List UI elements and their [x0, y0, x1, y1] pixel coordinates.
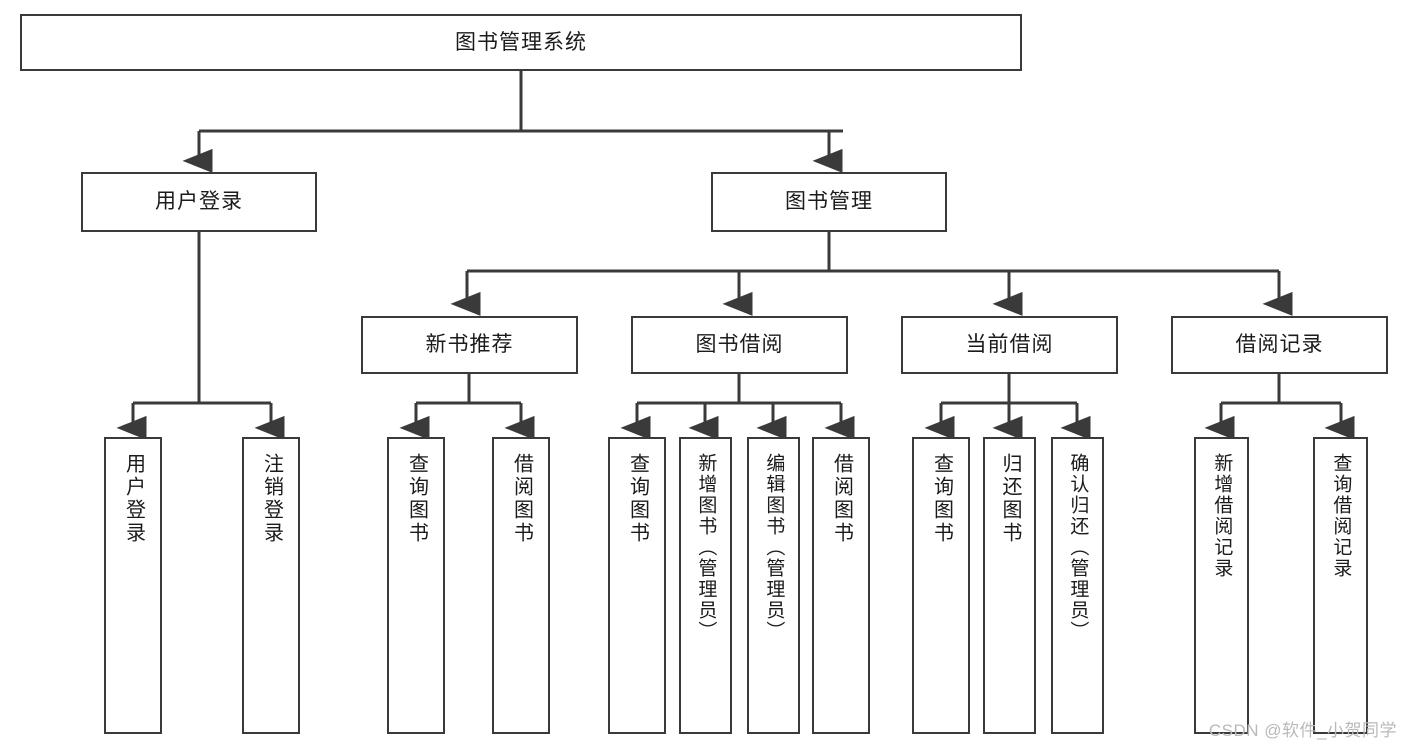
leaf-user-login-logout[interactable]: 注销登录 [242, 437, 300, 734]
leaf-current-borrow-return[interactable]: 归还图书 [983, 437, 1036, 734]
node-borrow-record[interactable]: 借阅记录 [1171, 316, 1388, 374]
node-book-management[interactable]: 图书管理 [711, 172, 947, 232]
node-label: 查询借阅记录 [1330, 453, 1352, 579]
leaf-book-borrow-borrow[interactable]: 借阅图书 [812, 437, 870, 734]
node-label: 归还图书 [999, 453, 1021, 545]
node-label: 图书管理系统 [455, 30, 587, 54]
node-label: 图书管理 [785, 190, 873, 214]
node-new-book-recommend[interactable]: 新书推荐 [361, 316, 578, 374]
node-current-borrow[interactable]: 当前借阅 [901, 316, 1118, 374]
node-root-book-management-system[interactable]: 图书管理系统 [20, 14, 1022, 71]
leaf-book-borrow-query[interactable]: 查询图书 [608, 437, 666, 734]
csdn-watermark: CSDN @软件_小贺同学 [1208, 721, 1397, 740]
leaf-book-borrow-add[interactable]: 新增图书（管理员） [679, 437, 732, 734]
leaf-current-borrow-query[interactable]: 查询图书 [912, 437, 970, 734]
node-label: 借阅记录 [1235, 333, 1324, 357]
node-label: 借阅图书 [510, 453, 533, 545]
leaf-new-book-borrow[interactable]: 借阅图书 [492, 437, 550, 734]
node-label: 借阅图书 [830, 453, 853, 545]
node-label: 查询图书 [405, 453, 428, 545]
leaf-borrow-record-add[interactable]: 新增借阅记录 [1194, 437, 1249, 734]
leaf-borrow-record-query[interactable]: 查询借阅记录 [1313, 437, 1368, 734]
leaf-book-borrow-edit[interactable]: 编辑图书（管理员） [747, 437, 800, 734]
node-label: 用户登录 [122, 453, 145, 545]
node-book-borrow[interactable]: 图书借阅 [631, 316, 848, 374]
leaf-user-login-login[interactable]: 用户登录 [104, 437, 162, 734]
node-label: 新增借阅记录 [1211, 453, 1233, 579]
node-label: 图书借阅 [695, 333, 784, 357]
leaf-new-book-query[interactable]: 查询图书 [387, 437, 445, 734]
node-label: 新书推荐 [425, 333, 514, 357]
leaf-current-borrow-confirm-return[interactable]: 确认归还（管理员） [1051, 437, 1104, 734]
node-label: 当前借阅 [965, 333, 1054, 357]
node-label: 查询图书 [626, 453, 649, 545]
node-label: 注销登录 [260, 453, 283, 545]
node-label: 新增图书（管理员） [695, 453, 717, 642]
node-user-login[interactable]: 用户登录 [81, 172, 317, 232]
node-label: 确认归还（管理员） [1067, 453, 1089, 642]
node-label: 用户登录 [155, 190, 243, 214]
node-label: 查询图书 [930, 453, 953, 545]
node-label: 编辑图书（管理员） [763, 453, 785, 642]
